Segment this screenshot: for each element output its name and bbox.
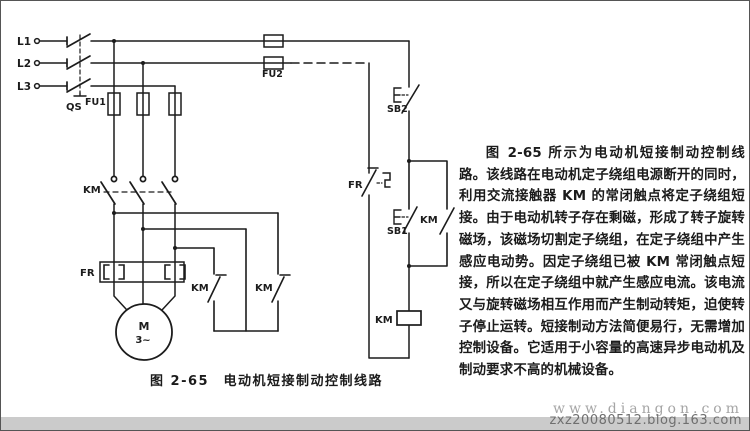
article-text: 图 2-65 所示为电动机短接制动控制线路。该线路在电动机定子绕组电源断开的同时… <box>459 146 745 379</box>
km-aux-contact <box>408 160 455 267</box>
fuse-fu2 <box>263 34 284 70</box>
label-motor-phase: 3~ <box>135 335 150 346</box>
km-coil <box>396 310 422 326</box>
control-right-rail <box>407 40 411 359</box>
fuse-fu1 <box>107 92 182 116</box>
thermal-relay-fr-heaters <box>99 261 186 283</box>
label-fu1: FU1 <box>85 97 106 108</box>
power-rail-l2 <box>33 59 370 67</box>
figure-caption: 图 2-65 电动机短接制动控制线路 <box>150 374 384 389</box>
power-rail-l3 <box>33 82 176 90</box>
label-fr-contact: FR <box>348 180 363 191</box>
label-sb2: SB2 <box>387 104 408 115</box>
label-qs: QS <box>66 102 82 113</box>
motor <box>113 281 176 361</box>
label-sb1: SB1 <box>387 226 408 237</box>
control-left-rail-with-fr-contact <box>361 62 410 359</box>
label-km-main: KM <box>83 185 101 196</box>
phase-taps <box>112 203 279 263</box>
phase-conductors <box>112 39 176 177</box>
label-km-coil: KM <box>375 315 393 326</box>
label-km-brake-left: KM <box>191 283 209 294</box>
qs-switch <box>66 33 91 97</box>
start-button-sb1 <box>393 160 418 234</box>
label-l3: L3 <box>17 81 31 93</box>
watermark-site-url: www.diangon.com <box>553 401 743 417</box>
watermark-blog-url: zxz20080512.blog.163.com <box>549 413 742 428</box>
label-l1: L1 <box>17 36 31 48</box>
label-km-brake-right: KM <box>255 283 273 294</box>
label-fr-heaters: FR <box>80 268 95 279</box>
stop-button-sb2 <box>393 84 420 114</box>
km-main-contacts <box>100 175 179 205</box>
power-rail-l1 <box>33 37 410 45</box>
brake-km-contacts <box>207 212 291 332</box>
label-l2: L2 <box>17 58 31 70</box>
watermark-bar <box>1 417 749 430</box>
label-km-aux: KM <box>420 215 438 226</box>
label-fu2: FU2 <box>262 69 283 80</box>
label-motor-m: M <box>139 320 150 333</box>
